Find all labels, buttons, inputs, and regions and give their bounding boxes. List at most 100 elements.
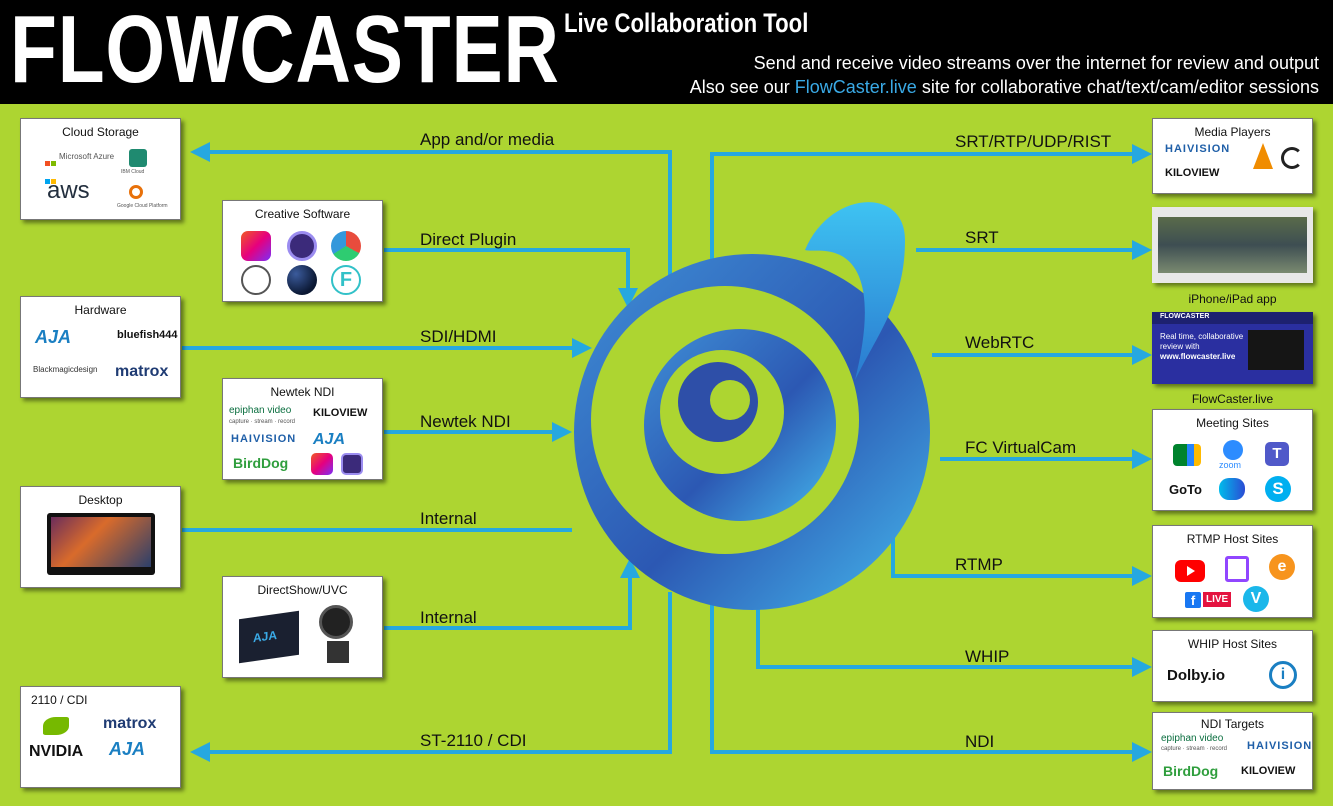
zoom-icon — [1223, 440, 1243, 460]
play-icon — [1187, 566, 1195, 576]
nvidia-logo: NVIDIA — [29, 743, 84, 760]
tagline-2: Also see our FlowCaster.live site for co… — [690, 76, 1319, 98]
kiloview-logo: KILOVIEW — [1241, 765, 1296, 777]
flowcaster-live-caption: FlowCaster.live — [1191, 392, 1274, 406]
creative-cloud-icon — [311, 453, 333, 475]
box-title: Newtek NDI — [270, 385, 335, 399]
youtube-icon — [1175, 560, 1205, 582]
webcam-stand — [327, 641, 349, 663]
screen-text-3: www.flowcaster.live — [1160, 352, 1236, 361]
iphone-ipad-screenshot — [1152, 207, 1313, 283]
birddog-logo: BirdDog — [233, 455, 289, 471]
header: FLOWCASTER Live Collaboration Tool Send … — [0, 0, 1333, 104]
f-icon: F — [331, 265, 361, 295]
hardware-box: Hardware AJA bluefish444 Blackmagicdesig… — [20, 296, 181, 398]
arrow-ndi — [710, 598, 1152, 762]
edge-label-srt: SRT — [965, 228, 999, 247]
screen-text-1: Real time, collaborative — [1160, 332, 1244, 341]
edge-label-st2110: ST-2110 / CDI — [420, 731, 527, 750]
arrow-whip — [756, 598, 1152, 677]
box-title: 2110 / CDI — [31, 693, 88, 707]
iphone-ipad-caption: iPhone/iPad app — [1188, 292, 1277, 306]
arrow-st2110 — [190, 592, 672, 762]
zoom-logo: zoom — [1219, 460, 1242, 470]
haivision-logo: HAIVISION — [1165, 143, 1231, 155]
matrox-logo: matrox — [103, 715, 157, 732]
flowcaster-link[interactable]: FlowCaster.live — [794, 77, 917, 97]
tagline-text: Also see our — [689, 77, 795, 97]
ibm-cloud-label: IBM Cloud — [121, 169, 145, 175]
facebook-icon: f — [1185, 592, 1201, 608]
webcam-icon — [319, 605, 353, 639]
sphere-icon — [287, 265, 317, 295]
meeting-sites-box: Meeting Sites zoom T GoTo S — [1152, 409, 1313, 511]
aja-logo: AJA — [253, 627, 278, 646]
box-title: RTMP Host Sites — [1186, 532, 1279, 546]
matrox-logo: matrox — [115, 363, 169, 380]
edge-label-srt-rtp: SRT/RTP/UDP/RIST — [955, 132, 1112, 151]
aja-logo: AJA — [313, 431, 346, 448]
page-title: FLOWCASTER — [10, 0, 560, 103]
edge-label-app-media: App and/or media — [420, 130, 555, 149]
directshow-uvc-box: DirectShow/UVC AJA — [222, 576, 383, 678]
vlc-icon — [1253, 143, 1273, 169]
google-cloud-icon — [129, 185, 143, 199]
edge-label-rtmp: RTMP — [955, 555, 1003, 574]
edge-label-internal-desktop: Internal — [420, 509, 477, 528]
cloud-storage-box: Cloud Storage Microsoft Azure aws IBM Cl… — [20, 118, 181, 220]
edge-label-webrtc: WebRTC — [965, 333, 1035, 352]
box-title: Desktop — [78, 493, 123, 507]
epiphan-logo: epiphan video — [1161, 733, 1224, 744]
media-encoder-icon — [341, 453, 363, 475]
nvidia-icon — [43, 717, 69, 735]
vimeo-icon: V — [1243, 586, 1269, 612]
creative-cloud-icon — [241, 231, 271, 261]
box-title: Creative Software — [254, 207, 351, 221]
haivision-logo: HAIVISION — [1247, 740, 1313, 752]
arrow-srt-rtp — [710, 144, 1152, 288]
epiphan-tagline: capture · stream · record — [1161, 746, 1228, 752]
box-title: NDI Targets — [1200, 717, 1265, 731]
facebook-live-badge: LIVE — [1203, 592, 1232, 607]
birddog-logo: BirdDog — [1163, 763, 1219, 779]
aja-logo: AJA — [109, 739, 146, 759]
epiphan-tagline: capture · stream · record — [229, 419, 296, 425]
goto-logo: GoTo — [1169, 482, 1202, 497]
blackmagic-logo: Blackmagicdesign — [33, 365, 98, 374]
skype-icon: S — [1265, 476, 1291, 502]
kiloview-logo: KILOVIEW — [313, 407, 368, 419]
info-icon: i — [1269, 661, 1297, 689]
browser-bar — [1152, 312, 1313, 324]
teams-icon: T — [1265, 442, 1289, 466]
box-title: WHIP Host Sites — [1187, 637, 1278, 651]
davinci-resolve-icon — [331, 231, 361, 261]
arrow-direct-plugin — [384, 248, 638, 308]
tagline-1: Send and receive video streams over the … — [753, 53, 1319, 73]
box-title: Cloud Storage — [62, 125, 139, 139]
assimilate-icon — [241, 265, 271, 295]
ndi-targets-box: NDI Targets epiphan video capture · stre… — [1152, 712, 1313, 790]
edge-label-whip: WHIP — [965, 647, 1010, 666]
arrow-directshow-internal — [384, 558, 640, 630]
creative-software-box: Creative Software F — [222, 200, 383, 302]
desktop-box: Desktop — [20, 486, 181, 588]
edge-label-sdi-hdmi: SDI/HDMI — [420, 327, 497, 346]
edge-label-ndi: NDI — [965, 732, 995, 751]
flowcaster-live-screenshot: FLOWCASTER Real time, collaborative revi… — [1152, 312, 1313, 384]
arrow-app-media — [190, 142, 672, 288]
tagline-text: site for collaborative chat/text/cam/edi… — [916, 77, 1319, 97]
google-cloud-label: Google Cloud Platform — [117, 203, 168, 209]
whip-host-sites-box: WHIP Host Sites Dolby.io i — [1152, 630, 1313, 702]
bluefish-logo: bluefish444 — [117, 329, 178, 341]
media-players-box: Media Players HAIVISION KILOVIEW — [1152, 118, 1313, 194]
box-title: Hardware — [74, 303, 127, 317]
ibm-cloud-icon — [129, 149, 147, 167]
epiphan-logo: epiphan video — [229, 405, 292, 416]
media-encoder-icon — [287, 231, 317, 261]
aws-logo: aws — [47, 177, 90, 204]
st2110-cdi-box: 2110 / CDI NVIDIA matrox AJA — [20, 686, 181, 788]
box-title: Media Players — [1194, 125, 1271, 139]
edge-label-newtek-ndi: Newtek NDI — [420, 412, 511, 431]
twitch-icon — [1225, 556, 1249, 582]
